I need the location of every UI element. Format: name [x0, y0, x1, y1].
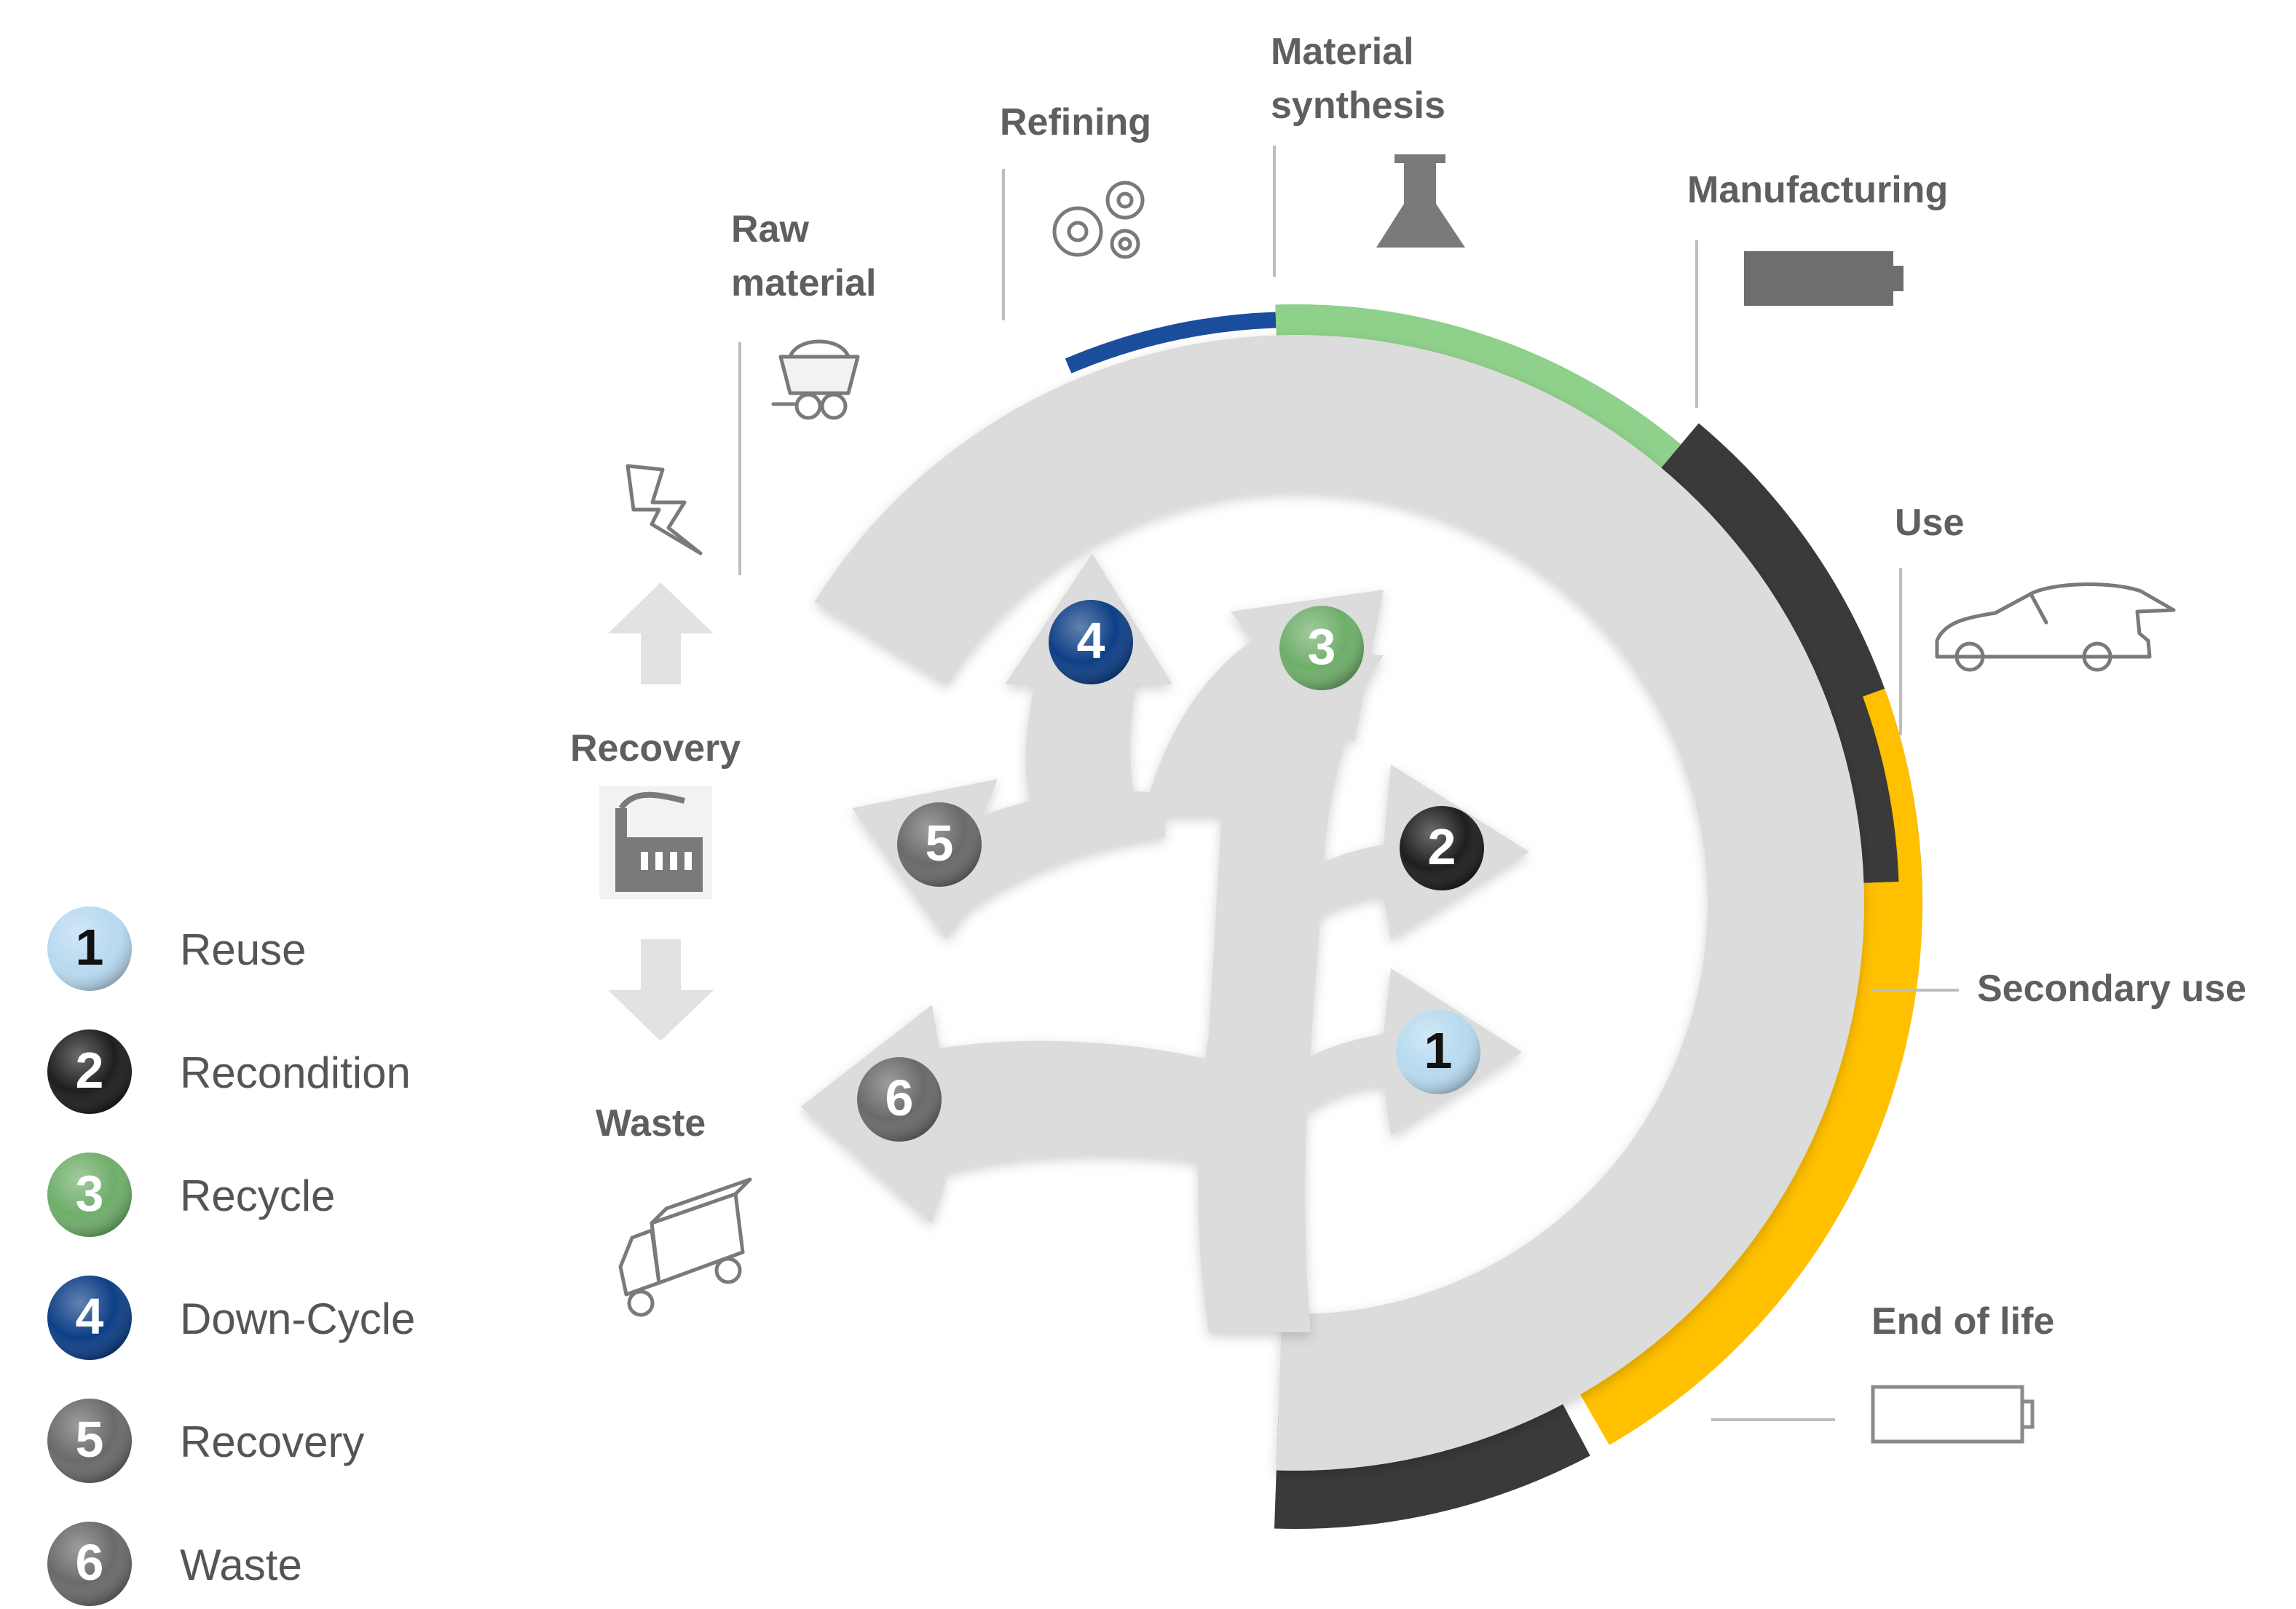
- legend-badge-2-shade: [47, 1029, 132, 1114]
- branch-badge-3-shade: [1279, 606, 1364, 690]
- branch-badge-1: 1: [1396, 1010, 1480, 1094]
- legend-badge-5-shade: [47, 1399, 132, 1483]
- legend: 1 Reuse 2 Recondition 3 Recycle 4 Down-Cycle 5 Re…: [47, 906, 415, 1606]
- branch-badge-6: 6: [857, 1057, 942, 1142]
- stage-pointer-lines: [738, 146, 1959, 1421]
- stage-label-raw-material-2: material: [731, 262, 876, 304]
- legend-badge-6-shade: [47, 1522, 132, 1606]
- branch-badge-2-number: 2: [1428, 818, 1456, 875]
- end-of-life-branch-tree: [801, 553, 1529, 1332]
- branch-badge-3-number: 3: [1308, 618, 1336, 675]
- legend-label: Down-Cycle: [180, 1294, 415, 1343]
- factory-icon: [599, 786, 712, 899]
- branch-badge-5: 5: [897, 802, 982, 887]
- legend-label: Waste: [180, 1541, 302, 1589]
- branch-badge-3: 3: [1279, 606, 1364, 690]
- mine-cart-icon: [771, 339, 860, 420]
- legend-item: 3 Recycle: [47, 1153, 335, 1237]
- refining-arc: [1065, 312, 1277, 373]
- legend-badge-1: 1: [47, 906, 132, 991]
- legend-badge-1-number: 1: [76, 919, 104, 976]
- legend-badge-3-number: 3: [76, 1165, 104, 1222]
- branch-badge-2-shade: [1400, 806, 1484, 890]
- flask-icon: [1376, 154, 1465, 248]
- legend-item: 4 Down-Cycle: [47, 1276, 415, 1360]
- battery-full-icon: [1744, 251, 1904, 306]
- legend-item: 2 Recondition: [47, 1029, 411, 1114]
- legend-label: Recovery: [180, 1418, 364, 1466]
- branch-downcycle-arrow: [1005, 553, 1172, 815]
- stage-label-waste: Waste: [596, 1102, 706, 1145]
- legend-badge-5-number: 5: [76, 1411, 104, 1468]
- branch-badge-1-number: 1: [1424, 1022, 1453, 1079]
- branch-badge-4-number: 4: [1077, 612, 1105, 669]
- legend-label: Recondition: [180, 1048, 411, 1097]
- stage-label-refining: Refining: [1000, 101, 1151, 143]
- legend-item: 5 Recovery: [47, 1399, 364, 1483]
- stage-label-raw-material-1: Raw: [731, 208, 809, 250]
- legend-item: 6 Waste: [47, 1522, 302, 1606]
- legend-label: Recycle: [180, 1171, 335, 1220]
- legend-badge-2-number: 2: [76, 1042, 104, 1099]
- legend-badge-5: 5: [47, 1399, 132, 1483]
- branch-badge-4: 4: [1049, 600, 1133, 684]
- truck-icon: [618, 1177, 752, 1317]
- branch-badge-2: 2: [1400, 806, 1484, 890]
- legend-item: 1 Reuse: [47, 906, 306, 991]
- branch-badge-6-shade: [857, 1057, 942, 1142]
- stage-label-manufacturing: Manufacturing: [1687, 169, 1948, 211]
- stage-label-end-of-life: End of life: [1871, 1300, 2054, 1343]
- legend-badge-3-shade: [47, 1153, 132, 1237]
- legend-badge-6-number: 6: [76, 1534, 104, 1591]
- branch-badge-1-shade: [1396, 1010, 1480, 1094]
- legend-badge-4: 4: [47, 1276, 132, 1360]
- lightning-icon: [626, 464, 703, 556]
- stage-label-material-synthesis-1: Material: [1271, 31, 1414, 73]
- legend-badge-6: 6: [47, 1522, 132, 1606]
- gears-icon: [1052, 181, 1145, 259]
- legend-badge-2: 2: [47, 1029, 132, 1114]
- branch-badge-6-number: 6: [885, 1070, 914, 1126]
- branch-badge-5-shade: [897, 802, 982, 887]
- stage-label-recovery: Recovery: [570, 727, 741, 770]
- legend-badge-1-shade: [47, 906, 132, 991]
- main-lifecycle-ring: [814, 334, 1864, 1471]
- waste-down-arrow: [608, 939, 714, 1041]
- stage-label-secondary-use: Secondary use: [1977, 968, 2246, 1010]
- legend-badge-3: 3: [47, 1153, 132, 1237]
- branch-badge-5-number: 5: [926, 815, 954, 871]
- battery-empty-icon: [1871, 1385, 2035, 1444]
- secondary-use-arc: [1573, 880, 1922, 1445]
- stage-label-material-synthesis-2: synthesis: [1271, 84, 1445, 127]
- branch-recovery-arrow: [852, 779, 1165, 939]
- branch-badge-4-shade: [1049, 600, 1133, 684]
- legend-badge-4-number: 4: [76, 1288, 104, 1345]
- stage-label-use: Use: [1895, 502, 1964, 544]
- branch-badges: 1 2 3 4 5 6: [857, 600, 1484, 1142]
- car-icon: [1935, 582, 2176, 672]
- legend-label: Reuse: [180, 925, 306, 974]
- legend-badge-4-shade: [47, 1276, 132, 1360]
- recovery-up-arrow: [608, 582, 714, 684]
